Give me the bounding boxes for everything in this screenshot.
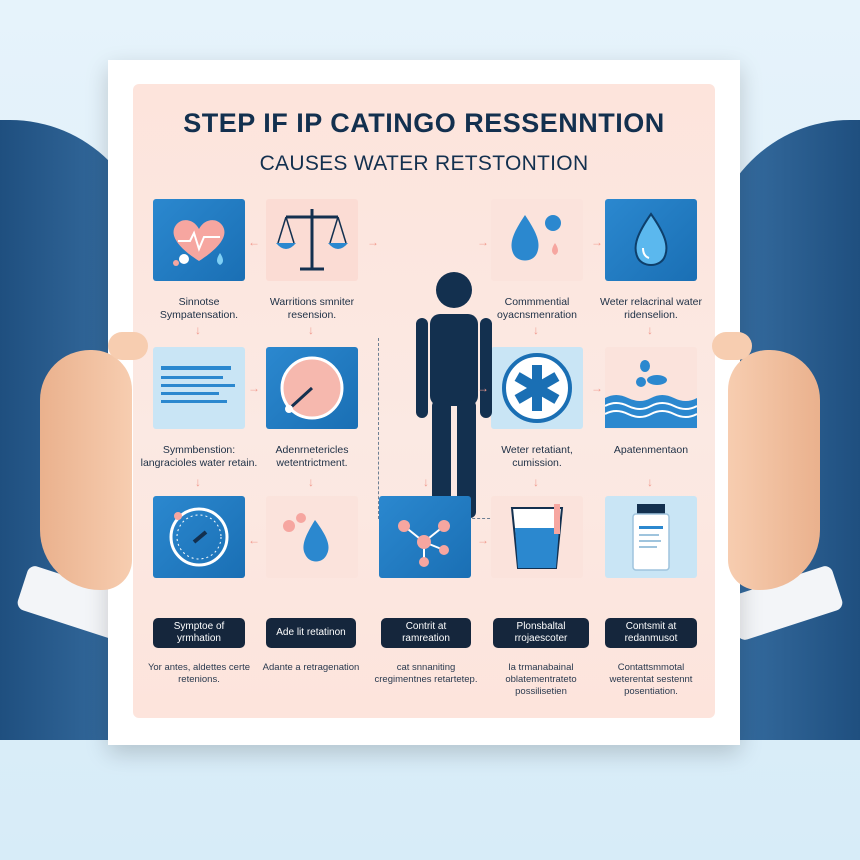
pill-symptoms: Symptoe of yrmhation (153, 618, 245, 648)
arrow-down: ↓ (647, 323, 653, 337)
arrow-left: ← (248, 533, 260, 547)
arrow-down: ↓ (195, 323, 201, 337)
arrow-right: → (248, 381, 260, 395)
glass-tile (491, 496, 583, 578)
infographic-poster: STEP IF IP CATINGO RESSENNTION CAUSES WA… (108, 60, 740, 745)
caption-drop-2: Weter relacrinal water ridenselion. (600, 296, 702, 321)
pill-desc-control: cat snnaniting cregimentnes retartetep. (374, 662, 478, 685)
bottle-tile (605, 496, 697, 578)
arrow-down: ↓ (533, 475, 539, 489)
caption-medical: Weter retatiant, cumission. (501, 444, 573, 469)
drop-tile-3 (266, 496, 358, 578)
arrow-right: → (477, 533, 489, 547)
molecule-icon (398, 520, 450, 567)
gauge-tile (266, 347, 358, 429)
arrow-right: → (477, 381, 489, 395)
scale-tile (266, 199, 358, 281)
pill-desc-consult: Contattsmmotal weterentat sestennt posen… (609, 662, 693, 697)
pill-desc-retention: Adante a retragenation (262, 662, 360, 673)
poster-panel: STEP IF IP CATINGO RESSENNTION CAUSES WA… (133, 84, 715, 718)
caption-document: Symmbenstion: langracioles water retain. (140, 444, 258, 469)
document-lines-icon (161, 366, 235, 403)
medical-star-icon (502, 353, 572, 423)
arrow-right: → (591, 235, 603, 249)
document-tile (153, 347, 245, 429)
pill-control: Contrit at ramreation (381, 618, 471, 648)
drop-tile-1 (491, 199, 583, 281)
clock-icon (169, 507, 229, 567)
arrow-down: ↓ (195, 475, 201, 489)
heart-tile (153, 199, 245, 281)
pill-consult: Contsmit at redanmusot (605, 618, 697, 648)
right-thumb (712, 332, 752, 360)
water-drop-icon (511, 215, 561, 261)
waves-tile (605, 347, 697, 429)
arrow-right: → (591, 381, 603, 395)
gauge-icon (280, 356, 344, 420)
arrow-down: ↓ (533, 323, 539, 337)
left-hand (40, 350, 132, 590)
clock-tile (153, 496, 245, 578)
arrow-right: → (367, 235, 379, 249)
arrow-down: ↓ (308, 323, 314, 337)
scale-icon (276, 209, 348, 271)
heart-icon (173, 220, 225, 266)
poster-subtitle: CAUSES WATER RETSTONTION (259, 152, 589, 175)
medicine-bottle-icon (632, 504, 670, 571)
caption-drop-1: Commmential oyacnsmenration (497, 296, 577, 321)
pill-desc-symptoms: Yor antes, aldettes certe retenions. (147, 662, 251, 685)
left-thumb (108, 332, 148, 360)
pill-professional: Plonsbaltal rrojaescoter (493, 618, 589, 648)
poster-title: STEP IF IP CATINGO RESSENNTION (183, 108, 665, 138)
caption-gauge: Adenrnetericles wetentrictment. (275, 444, 349, 469)
drop-tile-2 (605, 199, 697, 281)
arrow-down: ↓ (423, 475, 429, 489)
arrow-right: → (477, 235, 489, 249)
arrow-down: ↓ (647, 475, 653, 489)
glass-of-water-icon (510, 504, 564, 569)
caption-waves: Apatenmentaon (613, 444, 689, 456)
person-icon (416, 272, 492, 518)
caption-heart: Sinnotse Sympatensation. (159, 296, 239, 321)
pill-desc-professional: la trmanabainal oblatementrateto possili… (505, 662, 577, 697)
molecule-tile (379, 496, 471, 578)
right-hand (728, 350, 820, 590)
pill-retention: Ade lit retatinon (266, 618, 356, 648)
arrow-left: ← (248, 235, 260, 249)
arrow-down: ↓ (308, 475, 314, 489)
medical-tile (491, 347, 583, 429)
water-drop-icon (634, 212, 668, 266)
caption-scale: Warritions smniter resension. (269, 296, 355, 321)
waves-icon (605, 360, 697, 428)
water-drop-icon (283, 513, 329, 562)
